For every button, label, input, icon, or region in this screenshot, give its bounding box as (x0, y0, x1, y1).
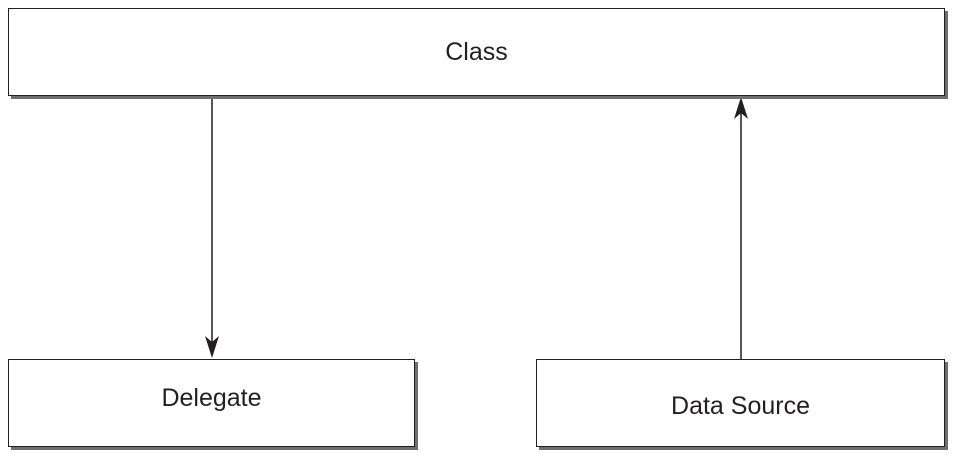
class-node: Class (8, 8, 945, 96)
arrow-class-to-delegate (205, 96, 219, 358)
arrow-class-to-delegate-head (205, 336, 219, 358)
data-source-node: Data Source (536, 359, 945, 447)
delegate-node: Delegate (8, 359, 415, 447)
arrow-datasource-to-class-head (734, 97, 748, 119)
arrow-datasource-to-class (734, 97, 748, 359)
delegate-node-label: Delegate (161, 383, 262, 412)
class-node-label: Class (445, 37, 508, 66)
data-source-node-label: Data Source (671, 391, 810, 420)
